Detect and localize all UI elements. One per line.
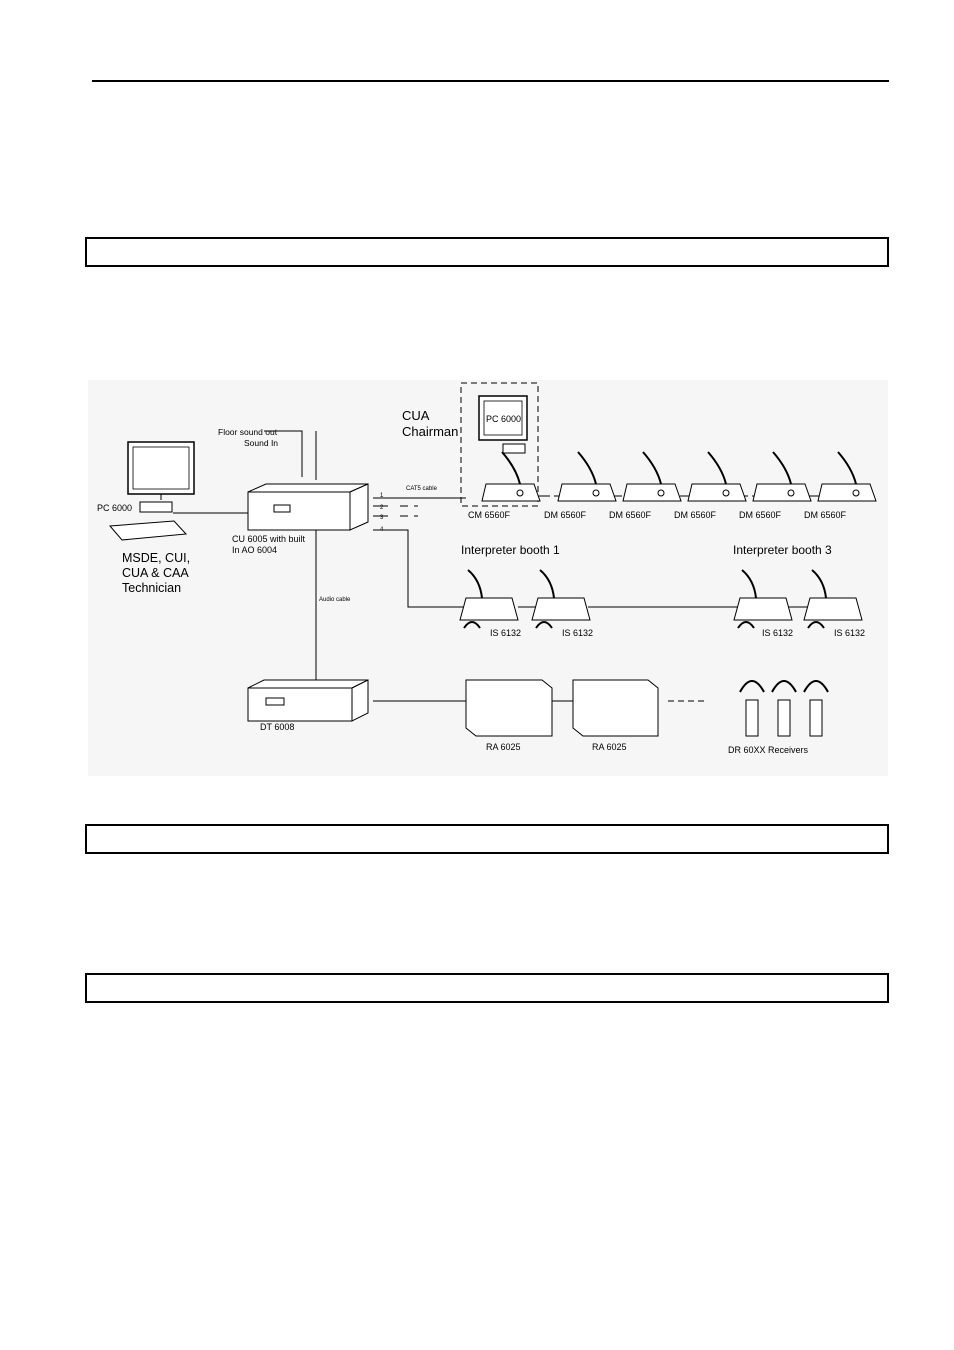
dt-6008-unit [247,679,369,722]
label-cm-6560f: CM 6560F [468,510,511,520]
label-cu-line1: CU 6005 with built [232,534,306,544]
label-ra-6025-2: RA 6025 [592,742,627,752]
empty-heading-box-1 [85,237,889,267]
label-is-6132-1: IS 6132 [490,628,521,638]
empty-heading-box-2 [85,824,889,854]
label-pc6000-tech: PC 6000 [97,503,132,513]
label-port1: 1 [380,493,384,499]
label-booth-3: Interpreter booth 3 [733,543,832,557]
header-rule [92,80,889,82]
label-booth-1: Interpreter booth 1 [461,543,560,557]
chairman-pc [478,395,528,454]
label-port3: 3 [380,515,384,521]
label-dm-6560f-3: DM 6560F [674,510,717,520]
label-receivers: DR 60XX Receivers [728,745,809,755]
label-dm-6560f-1: DM 6560F [544,510,587,520]
label-tech-line2: CUA & CAA [122,566,189,580]
label-cat5: CAT5 cable [406,486,438,492]
label-is-6132-4: IS 6132 [834,628,865,638]
empty-heading-box-3 [85,973,889,1003]
label-pc6000-chair: PC 6000 [486,414,521,424]
label-sound-in: Sound In [244,438,278,448]
label-is-6132-2: IS 6132 [562,628,593,638]
technician-pc [108,441,195,541]
system-diagram: Floor sound out Sound In CUA Chairman PC… [88,380,888,776]
label-floor-sound-out: Floor sound out [218,427,278,437]
label-dm-6560f-5: DM 6560F [804,510,847,520]
label-port2: 2 [380,505,384,511]
interpreter-desks [459,569,863,629]
label-is-6132-3: IS 6132 [762,628,793,638]
label-port4: 4 [380,527,384,533]
label-dm-6560f-2: DM 6560F [609,510,652,520]
label-chairman: Chairman [402,424,458,439]
label-tech-line1: MSDE, CUI, [122,551,190,565]
dr-receivers [739,680,829,737]
label-ra-6025-1: RA 6025 [486,742,521,752]
label-tech-line3: Technician [122,581,181,595]
delegate-units [481,451,877,502]
cu-6005-unit [247,483,369,531]
label-dt-6008: DT 6008 [260,722,294,732]
label-cu-line2: In AO 6004 [232,545,277,555]
label-dm-6560f-4: DM 6560F [739,510,782,520]
label-audio-cable: Audio cable [319,597,351,603]
label-cua: CUA [402,408,430,423]
ra-6025-radiators [465,679,659,737]
